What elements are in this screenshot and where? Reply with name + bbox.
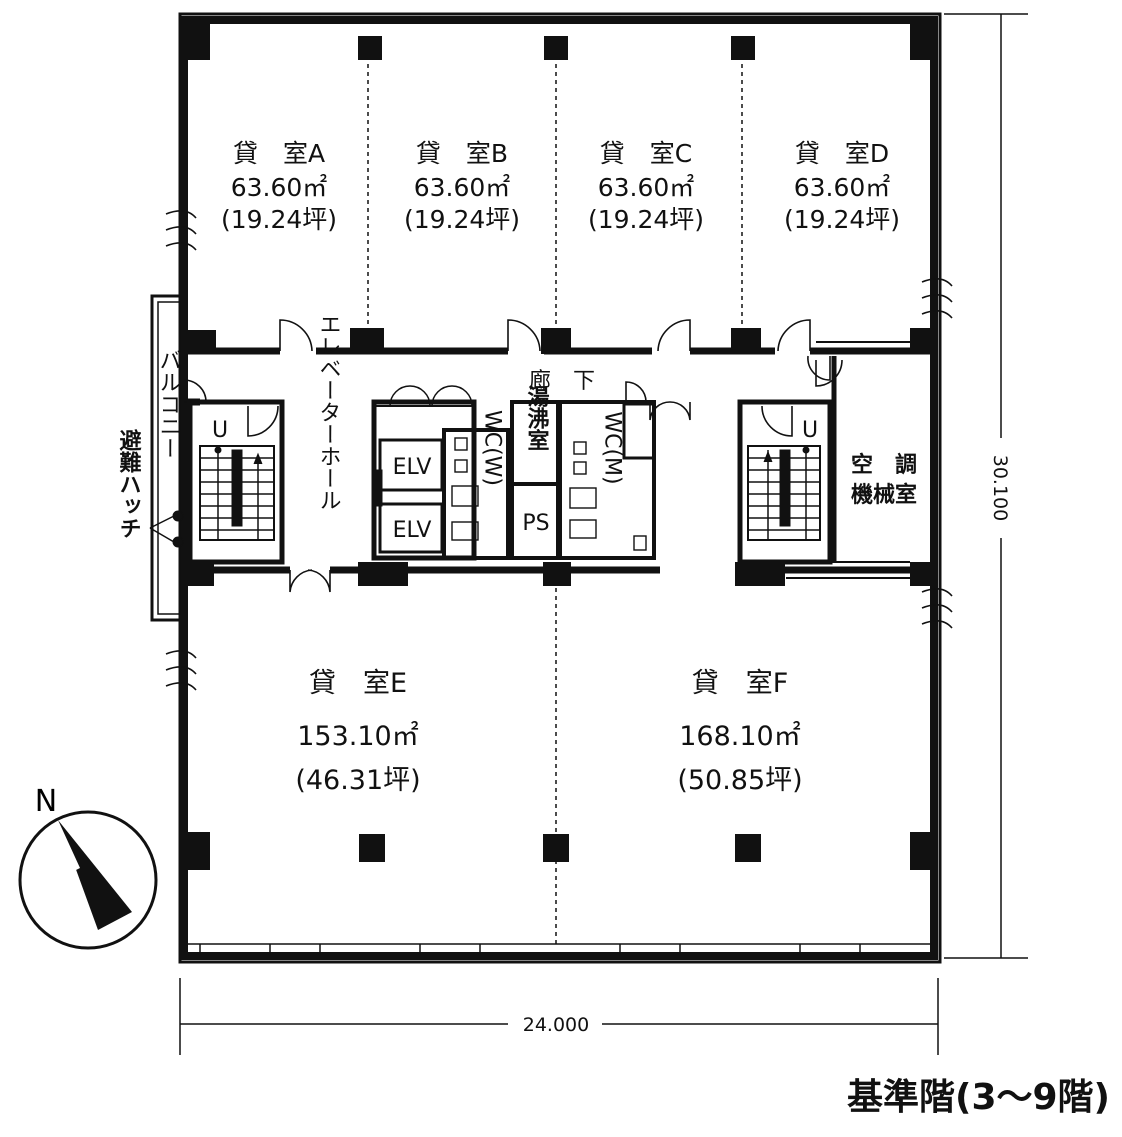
unit-e-name: 貸 室E [309,668,407,699]
unit-f-area: 168.10㎡ [679,721,800,752]
elv-2-label: ELV [393,518,432,543]
corridor-label: 廊 下 [529,369,595,394]
dimension-width [179,978,939,1055]
unit-e-tsubo: (46.31坪) [295,765,420,796]
unit-d-area: 63.60㎡ [794,173,891,202]
north-arrow-icon [18,810,158,950]
dimension-depth [944,13,1028,959]
unit-a-name: 貸 室A [233,139,325,168]
window-marks [188,16,932,954]
unit-d: 貸 室D 63.60㎡ (19.24坪) [784,139,900,234]
unit-b-area: 63.60㎡ [414,173,511,202]
wc-w-label: WC(W) [480,410,505,486]
unit-a: 貸 室A 63.60㎡ (19.24坪) [221,139,337,234]
balcony-label: バルコニー [156,349,181,459]
unit-e-area: 153.10㎡ [297,721,418,752]
unit-c-area: 63.60㎡ [598,173,695,202]
partitions [367,40,743,946]
stair-left-u: U [212,418,228,443]
unit-a-area: 63.60㎡ [231,173,328,202]
columns [184,20,934,870]
unit-f: 貸 室F 168.10㎡ (50.85坪) [677,668,802,796]
unit-d-tsubo: (19.24坪) [784,205,900,234]
north-label: N [35,784,57,819]
balcony [149,294,184,622]
unit-b-name: 貸 室B [416,139,508,168]
window-sashes [165,210,953,691]
unit-e: 貸 室E 153.10㎡ (46.31坪) [295,668,420,796]
floor-title: 基準階(3〜9階) [846,1077,1110,1118]
unit-d-name: 貸 室D [795,139,889,168]
wc-m-label: WC(M) [600,411,625,484]
depth-dimension: 30.100 [989,455,1011,521]
stair-right-u: U [802,418,818,443]
width-dimension: 24.000 [523,1014,589,1036]
core [187,356,837,565]
elv-1-label: ELV [393,455,432,480]
unit-c-tsubo: (19.24坪) [588,205,704,234]
elevator-hall-label: エレベーターホール [316,313,341,511]
hatch-label: 避難ハッチ [116,428,142,539]
ps-label: PS [522,511,549,536]
unit-f-tsubo: (50.85坪) [677,765,802,796]
kitchen-label: 湯沸室 [524,385,550,451]
unit-a-tsubo: (19.24坪) [221,205,337,234]
unit-f-name: 貸 室F [692,668,789,699]
unit-c: 貸 室C 63.60㎡ (19.24坪) [588,139,704,234]
unit-b: 貸 室B 63.60㎡ (19.24坪) [404,139,520,234]
hvac-label-1: 空 調 [851,452,917,478]
hvac-label-2: 機械室 [851,482,917,508]
unit-c-name: 貸 室C [600,139,692,168]
unit-b-tsubo: (19.24坪) [404,205,520,234]
